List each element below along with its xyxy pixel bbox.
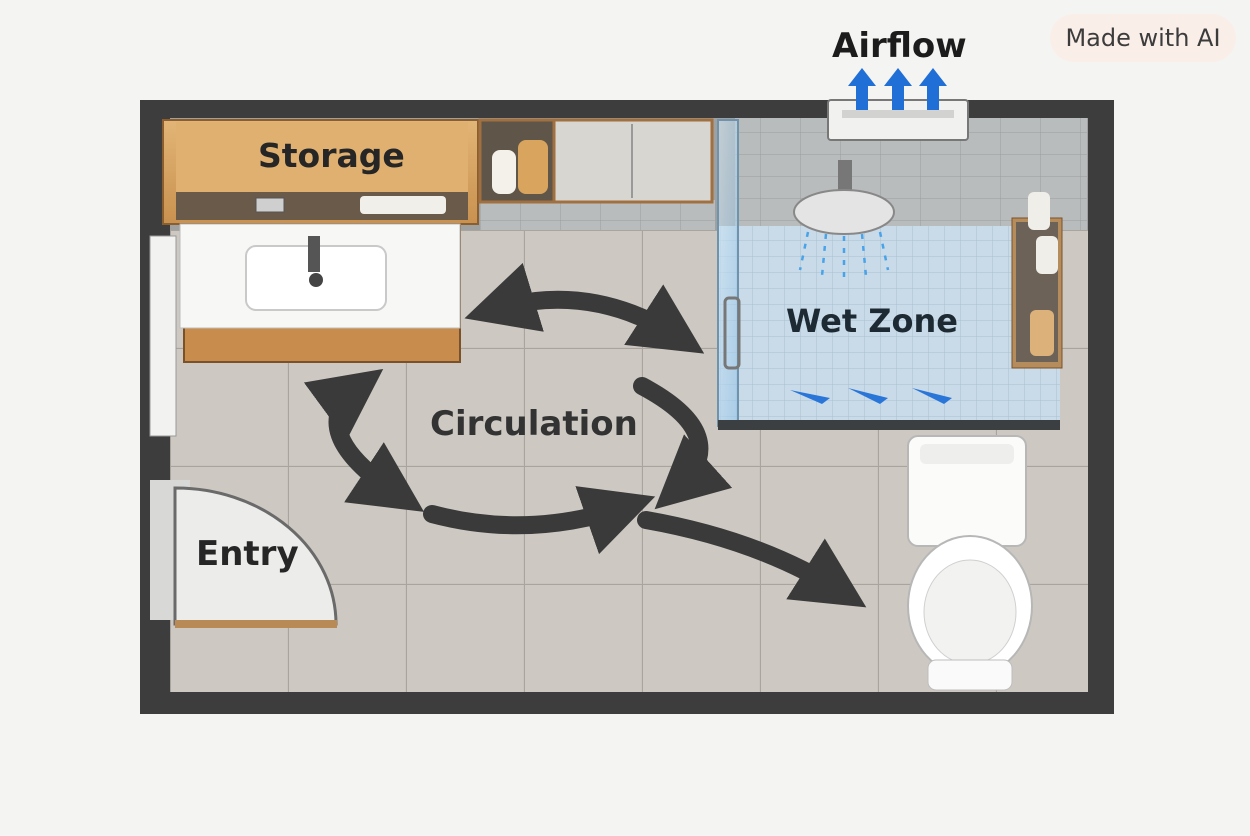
entry-label: Entry [196, 534, 299, 574]
entry-door [173, 486, 338, 628]
airflow-arrow-icon [848, 68, 947, 110]
shower-head-icon [793, 160, 895, 278]
circulation-arrow-icon [303, 262, 867, 608]
bottle-icon [492, 150, 516, 194]
airflow-label: Airflow [832, 26, 967, 66]
toilet-icon [907, 435, 1033, 691]
shelf [478, 118, 714, 204]
vanity [179, 223, 461, 363]
wet-zone [717, 118, 1087, 430]
storage-cabinet [162, 119, 479, 225]
circulation-label: Circulation [430, 404, 638, 444]
storage-label: Storage [258, 136, 405, 175]
made-with-ai-badge: Made with AI [1050, 14, 1236, 62]
wet-zone-label: Wet Zone [786, 302, 958, 340]
